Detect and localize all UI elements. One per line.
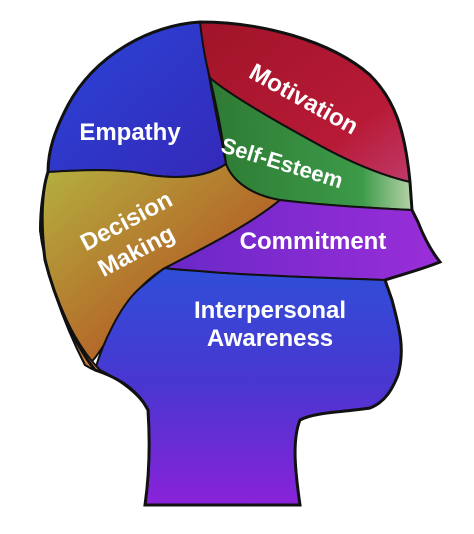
- head-outline: [40, 20, 443, 507]
- empathy-label: Empathy: [79, 119, 181, 146]
- empathy-region: [46, 20, 228, 178]
- interpersonal-label-line1: Interpersonal: [194, 297, 346, 324]
- interpersonal-label-line2: Awareness: [207, 325, 333, 352]
- commitment-label: Commitment: [240, 228, 387, 255]
